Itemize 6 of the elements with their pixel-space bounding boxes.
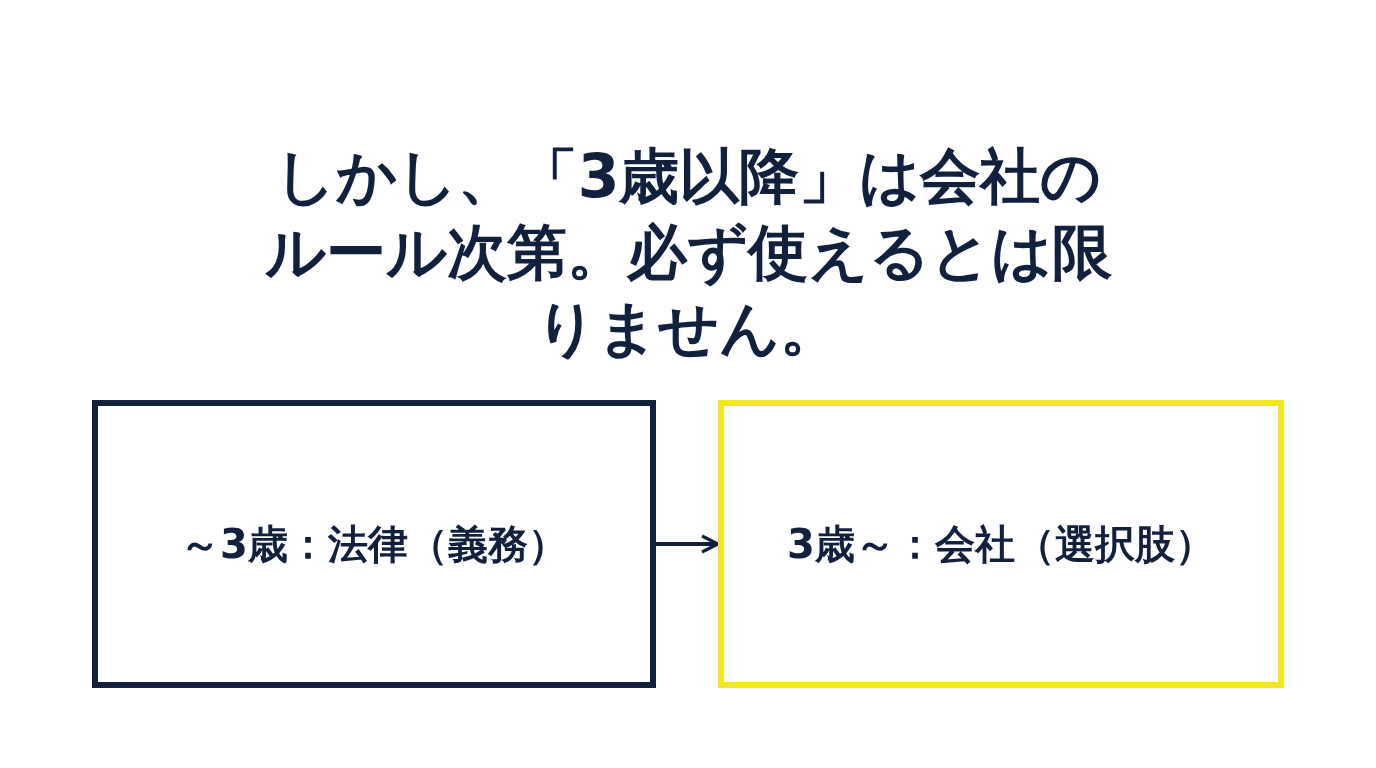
box-label: 3歳～：会社（選択肢） xyxy=(787,520,1215,569)
arrow xyxy=(656,534,720,554)
box-label: ～3歳：法律（義務） xyxy=(180,520,568,569)
process-box xyxy=(92,400,656,688)
heading: しかし、「3歳以降」は会社のルール次第。必ず使えるとは限りません。 xyxy=(263,140,1113,365)
process-box xyxy=(718,400,1284,688)
